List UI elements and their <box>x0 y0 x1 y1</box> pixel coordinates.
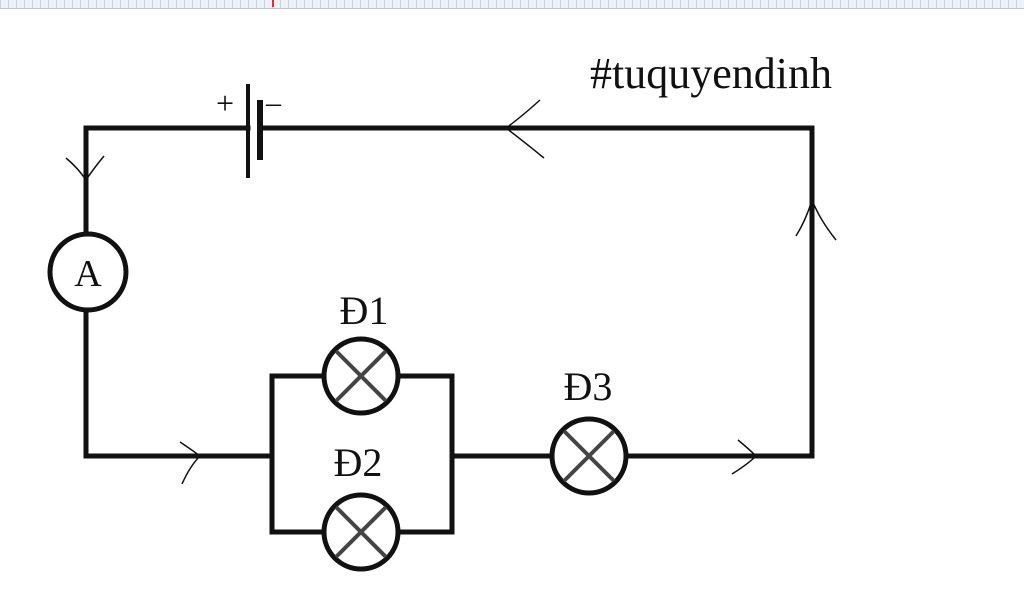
lamp-d2-label: Đ2 <box>334 440 383 485</box>
battery-plus-label: + <box>216 85 234 121</box>
arrow-left-down-icon <box>65 155 105 182</box>
battery-minus-label: – <box>265 86 282 119</box>
arrow-bottom-right-right-icon <box>731 439 758 475</box>
ammeter-label: A <box>74 253 102 295</box>
lamp-d2: Đ2 <box>321 440 401 572</box>
lamp-d3-label: Đ3 <box>564 364 613 409</box>
lamp-d1-cross-b <box>334 349 388 403</box>
arrow-top-left-icon <box>504 99 545 159</box>
lamp-d2-cross-b <box>334 505 388 559</box>
ammeter-circle <box>47 231 129 313</box>
ruler-bar <box>0 0 1024 9</box>
lamp-d3: Đ3 <box>549 364 629 496</box>
lamp-d3-cross-b <box>562 429 616 483</box>
lamp-d1: Đ1 <box>321 288 401 416</box>
ammeter: A <box>47 231 129 313</box>
current-arrows <box>65 99 837 485</box>
arrow-right-up-icon <box>795 197 837 241</box>
battery: + – <box>216 84 282 178</box>
circuit-wires <box>83 125 815 535</box>
lamp-d1-label: Đ1 <box>340 288 389 333</box>
arrow-bottom-left-right-icon <box>179 441 202 485</box>
watermark-text: #tuquyendinh <box>590 49 832 98</box>
